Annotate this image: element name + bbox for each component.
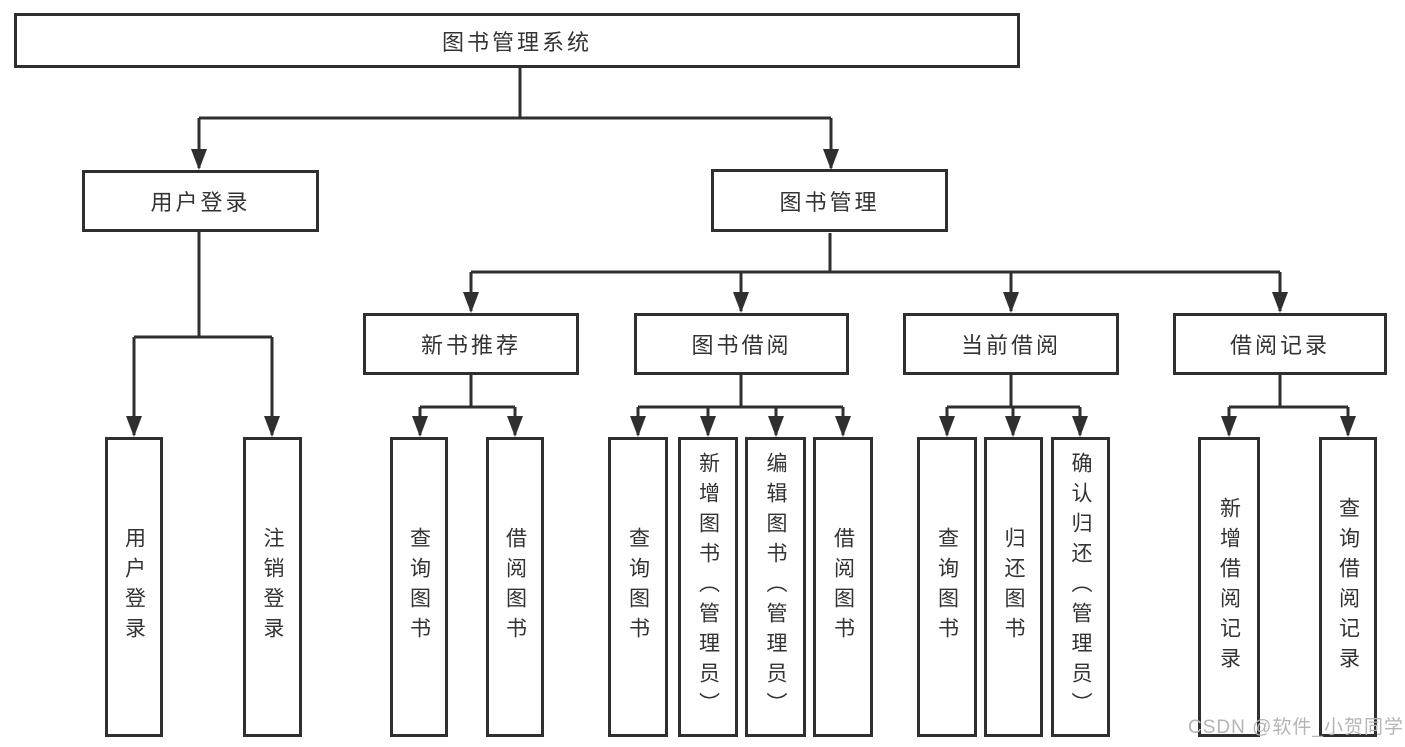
arrowhead xyxy=(733,292,749,313)
arrowheads xyxy=(126,149,1356,437)
leaf-label: 确认归还（管理员） xyxy=(1069,452,1092,722)
arrowhead xyxy=(835,416,851,437)
arrowhead xyxy=(507,416,523,437)
arrowhead xyxy=(126,416,142,437)
arrowhead xyxy=(264,416,280,437)
leaf-label: 注销登录 xyxy=(261,527,284,647)
leaf-label: 新增借阅记录 xyxy=(1217,497,1241,677)
leaf-current-return-books: 归还图书 xyxy=(984,437,1043,737)
leaf-current-query-books: 查询图书 xyxy=(917,437,977,737)
leaf-label: 新增图书（管理员） xyxy=(696,452,720,722)
leaf-label: 用户登录 xyxy=(122,527,146,647)
leaf-label: 查询图书 xyxy=(626,527,650,647)
leaf-newrec-borrow-books: 借阅图书 xyxy=(486,437,544,737)
watermark: CSDN @软件_小贺同学 xyxy=(1188,717,1404,738)
leaf-borrowing-edit-books-admin: 编辑图书（管理员） xyxy=(745,437,806,737)
node-library-system: 图书管理系统 xyxy=(14,13,1020,68)
leaf-label: 编辑图书（管理员） xyxy=(764,452,787,722)
arrowhead xyxy=(412,416,428,437)
node-user-login: 用户登录 xyxy=(82,170,319,232)
node-borrowing-records: 借阅记录 xyxy=(1173,313,1387,375)
arrowhead xyxy=(1005,416,1021,437)
arrowhead xyxy=(939,416,955,437)
leaf-logout: 注销登录 xyxy=(243,437,302,737)
arrowhead xyxy=(463,292,479,313)
node-label: 图书管理系统 xyxy=(441,29,592,55)
leaf-label: 借阅图书 xyxy=(503,527,527,647)
leaf-label: 查询图书 xyxy=(935,527,959,647)
arrowhead xyxy=(630,416,646,437)
connector-book-management-children xyxy=(469,233,1282,311)
leaf-records-query-record: 查询借阅记录 xyxy=(1319,437,1377,737)
node-book-management: 图书管理 xyxy=(711,169,948,232)
connector-borrowing-records-children xyxy=(1227,375,1350,435)
arrowhead xyxy=(1003,292,1019,313)
arrowhead xyxy=(700,416,716,437)
leaf-label: 归还图书 xyxy=(1002,527,1025,647)
leaf-borrowing-add-books-admin: 新增图书（管理员） xyxy=(678,437,738,737)
leaf-current-confirm-return-admin: 确认归还（管理员） xyxy=(1051,437,1110,737)
arrowhead xyxy=(191,149,207,170)
arrowhead xyxy=(1072,416,1088,437)
node-label: 新书推荐 xyxy=(420,333,521,358)
arrowhead xyxy=(1272,292,1288,313)
leaf-records-add-record: 新增借阅记录 xyxy=(1198,437,1260,737)
leaf-borrowing-query-books: 查询图书 xyxy=(608,437,668,737)
leaf-label: 借阅图书 xyxy=(831,527,855,647)
arrowhead xyxy=(1340,416,1356,437)
leaf-label: 查询图书 xyxy=(407,527,431,647)
connector-root-to-level2 xyxy=(197,68,833,168)
leaf-newrec-query-books: 查询图书 xyxy=(390,437,448,737)
connector-new-book-children xyxy=(418,375,517,435)
arrowhead xyxy=(1221,416,1237,437)
node-label: 图书管理 xyxy=(779,189,880,215)
node-current-borrowing: 当前借阅 xyxy=(903,313,1119,375)
connector-user-login-children xyxy=(132,232,274,435)
arrowhead xyxy=(768,416,784,437)
node-label: 图书借阅 xyxy=(691,333,792,358)
leaf-user-login: 用户登录 xyxy=(105,437,163,737)
leaf-borrowing-borrow-books: 借阅图书 xyxy=(813,437,873,737)
node-new-book-recommend: 新书推荐 xyxy=(363,313,579,375)
node-label: 当前借阅 xyxy=(960,333,1061,358)
arrowhead xyxy=(823,149,839,170)
leaf-label: 查询借阅记录 xyxy=(1336,497,1360,677)
node-label: 借阅记录 xyxy=(1229,333,1330,358)
node-label: 用户登录 xyxy=(150,190,251,215)
node-book-borrowing: 图书借阅 xyxy=(634,313,849,375)
connector-book-borrowing-children xyxy=(636,375,845,435)
